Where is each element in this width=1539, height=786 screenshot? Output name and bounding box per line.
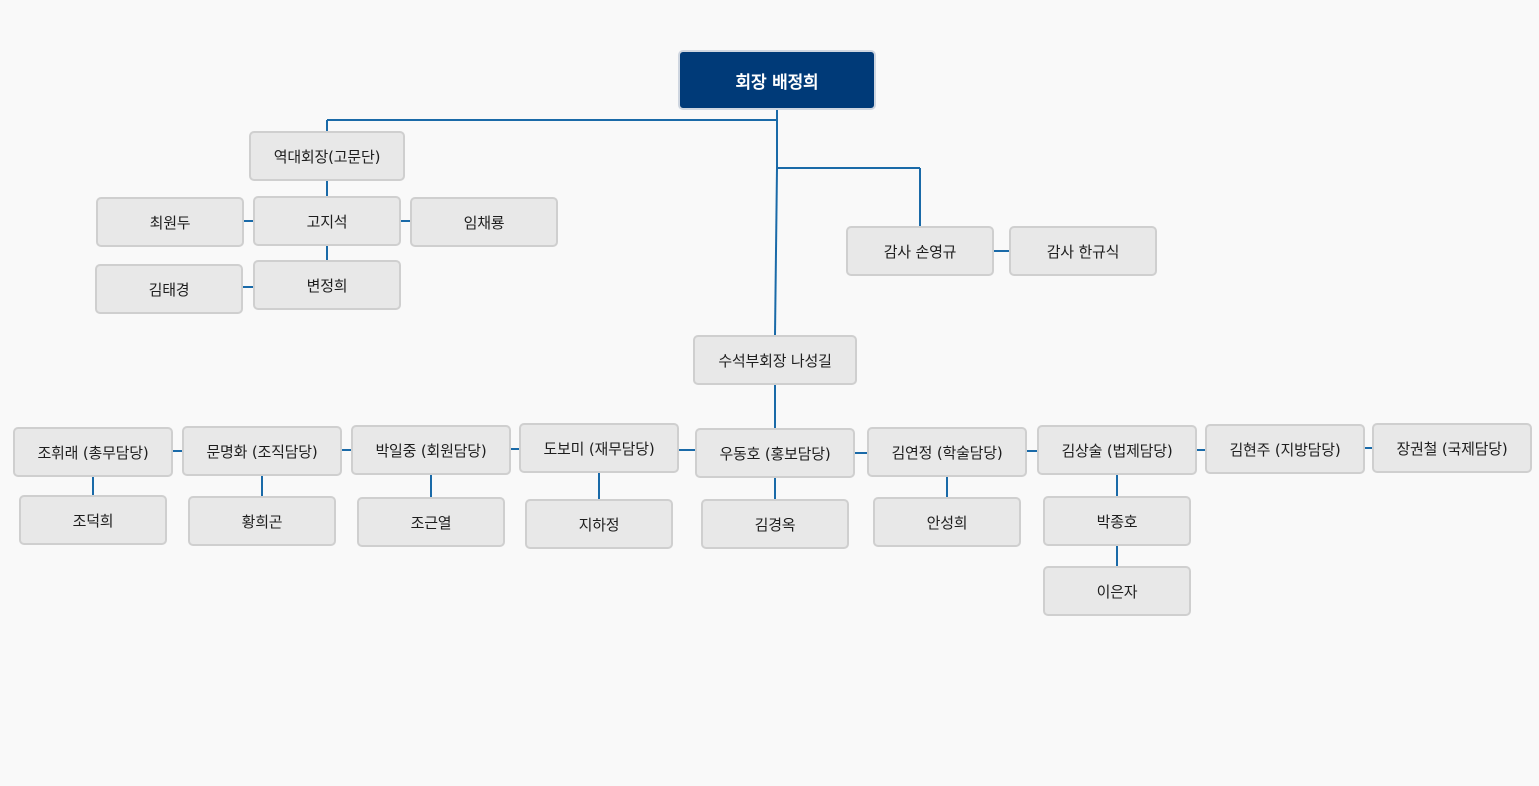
- department-head-box: 장권철 (국제담당): [1372, 423, 1532, 473]
- department-head-box: 김연정 (학술담당): [867, 427, 1027, 477]
- department-head-box: 조휘래 (총무담당): [13, 427, 173, 477]
- department-member-box: 박종호: [1043, 496, 1191, 546]
- department-head-box: 문명화 (조직담당): [182, 426, 342, 476]
- advisor-member-box: 임채룡: [410, 197, 558, 247]
- senior-vp-box: 수석부회장 나성길: [693, 335, 857, 385]
- president-box: 회장 배정희: [678, 50, 876, 110]
- advisor-member-box: 김태경: [95, 264, 243, 314]
- department-head-box: 도보미 (재무담당): [519, 423, 679, 473]
- advisor-member-box: 변정희: [253, 260, 401, 310]
- department-member-box: 조덕희: [19, 495, 167, 545]
- department-member-box: 김경옥: [701, 499, 849, 549]
- advisors-head-box: 역대회장(고문단): [249, 131, 405, 181]
- department-member-box: 이은자: [1043, 566, 1191, 616]
- department-head-box: 박일중 (회원담당): [351, 425, 511, 475]
- department-member-box: 황희곤: [188, 496, 336, 546]
- auditor-box: 감사 한규식: [1009, 226, 1157, 276]
- department-head-box: 김상술 (법제담당): [1037, 425, 1197, 475]
- department-member-box: 지하정: [525, 499, 673, 549]
- advisor-member-box: 최원두: [96, 197, 244, 247]
- department-head-box: 우동호 (홍보담당): [695, 428, 855, 478]
- department-member-box: 조근열: [357, 497, 505, 547]
- department-head-box: 김현주 (지방담당): [1205, 424, 1365, 474]
- auditor-box: 감사 손영규: [846, 226, 994, 276]
- advisor-member-box: 고지석: [253, 196, 401, 246]
- department-member-box: 안성희: [873, 497, 1021, 547]
